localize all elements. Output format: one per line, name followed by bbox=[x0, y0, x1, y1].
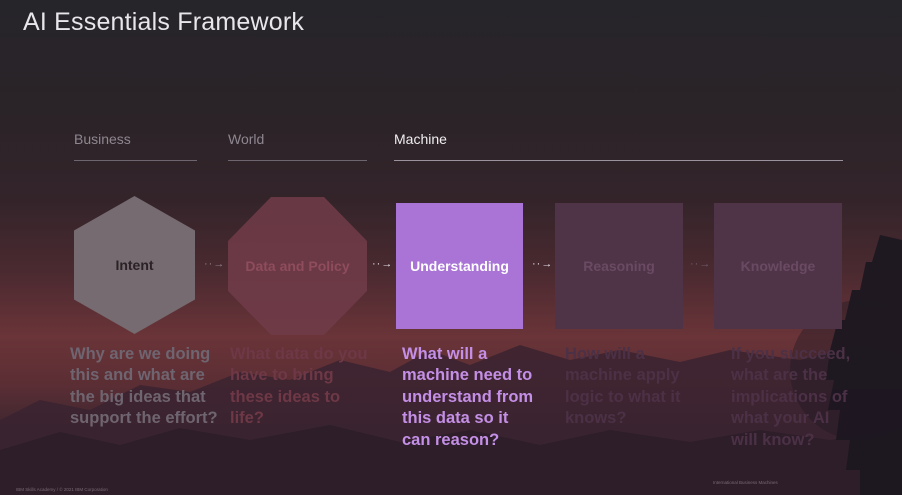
category-world-divider bbox=[228, 160, 367, 161]
stage-data-and-policy-label: Data and Policy bbox=[245, 258, 350, 274]
stage-intent: Intent bbox=[74, 196, 195, 334]
stage-knowledge-label: Knowledge bbox=[740, 258, 816, 274]
stage-reasoning: Reasoning bbox=[555, 203, 683, 329]
category-world: World bbox=[228, 131, 265, 147]
category-machine-divider bbox=[394, 160, 843, 161]
stage-reasoning-description: How will a machine apply logic to what i… bbox=[565, 345, 681, 428]
arrow-icon: ··→ bbox=[532, 258, 554, 270]
arrow-icon: ··→ bbox=[690, 258, 712, 270]
category-business-divider bbox=[74, 160, 197, 161]
stage-understanding: Understanding bbox=[396, 203, 523, 329]
stage-intent-description: Why are we doing this and what are the b… bbox=[70, 345, 218, 428]
footer-copyright: IBM Skills Academy / © 2021 IBM Corporat… bbox=[16, 487, 108, 492]
page-title: AI Essentials Framework bbox=[23, 8, 305, 36]
category-business: Business bbox=[74, 131, 131, 147]
hexagon-shape bbox=[74, 196, 195, 334]
stage-understanding-label: Understanding bbox=[410, 258, 509, 274]
arrow-icon: ··→ bbox=[204, 258, 226, 270]
stage-knowledge-description: If you succeed, what are the implication… bbox=[731, 345, 851, 449]
octagon-shape bbox=[228, 197, 367, 335]
footer-company: International Business Machines bbox=[713, 480, 778, 485]
arrow-icon: ··→ bbox=[372, 258, 394, 270]
stage-data-and-policy: Data and Policy bbox=[228, 197, 367, 335]
stage-knowledge: Knowledge bbox=[714, 203, 842, 329]
stage-intent-label: Intent bbox=[115, 257, 154, 273]
stage-data-and-policy-description: What data do you have to bring these ide… bbox=[230, 345, 368, 428]
category-machine: Machine bbox=[394, 131, 447, 147]
stage-understanding-description: What will a machine need to understand f… bbox=[402, 345, 534, 449]
stage-reasoning-label: Reasoning bbox=[583, 258, 655, 274]
